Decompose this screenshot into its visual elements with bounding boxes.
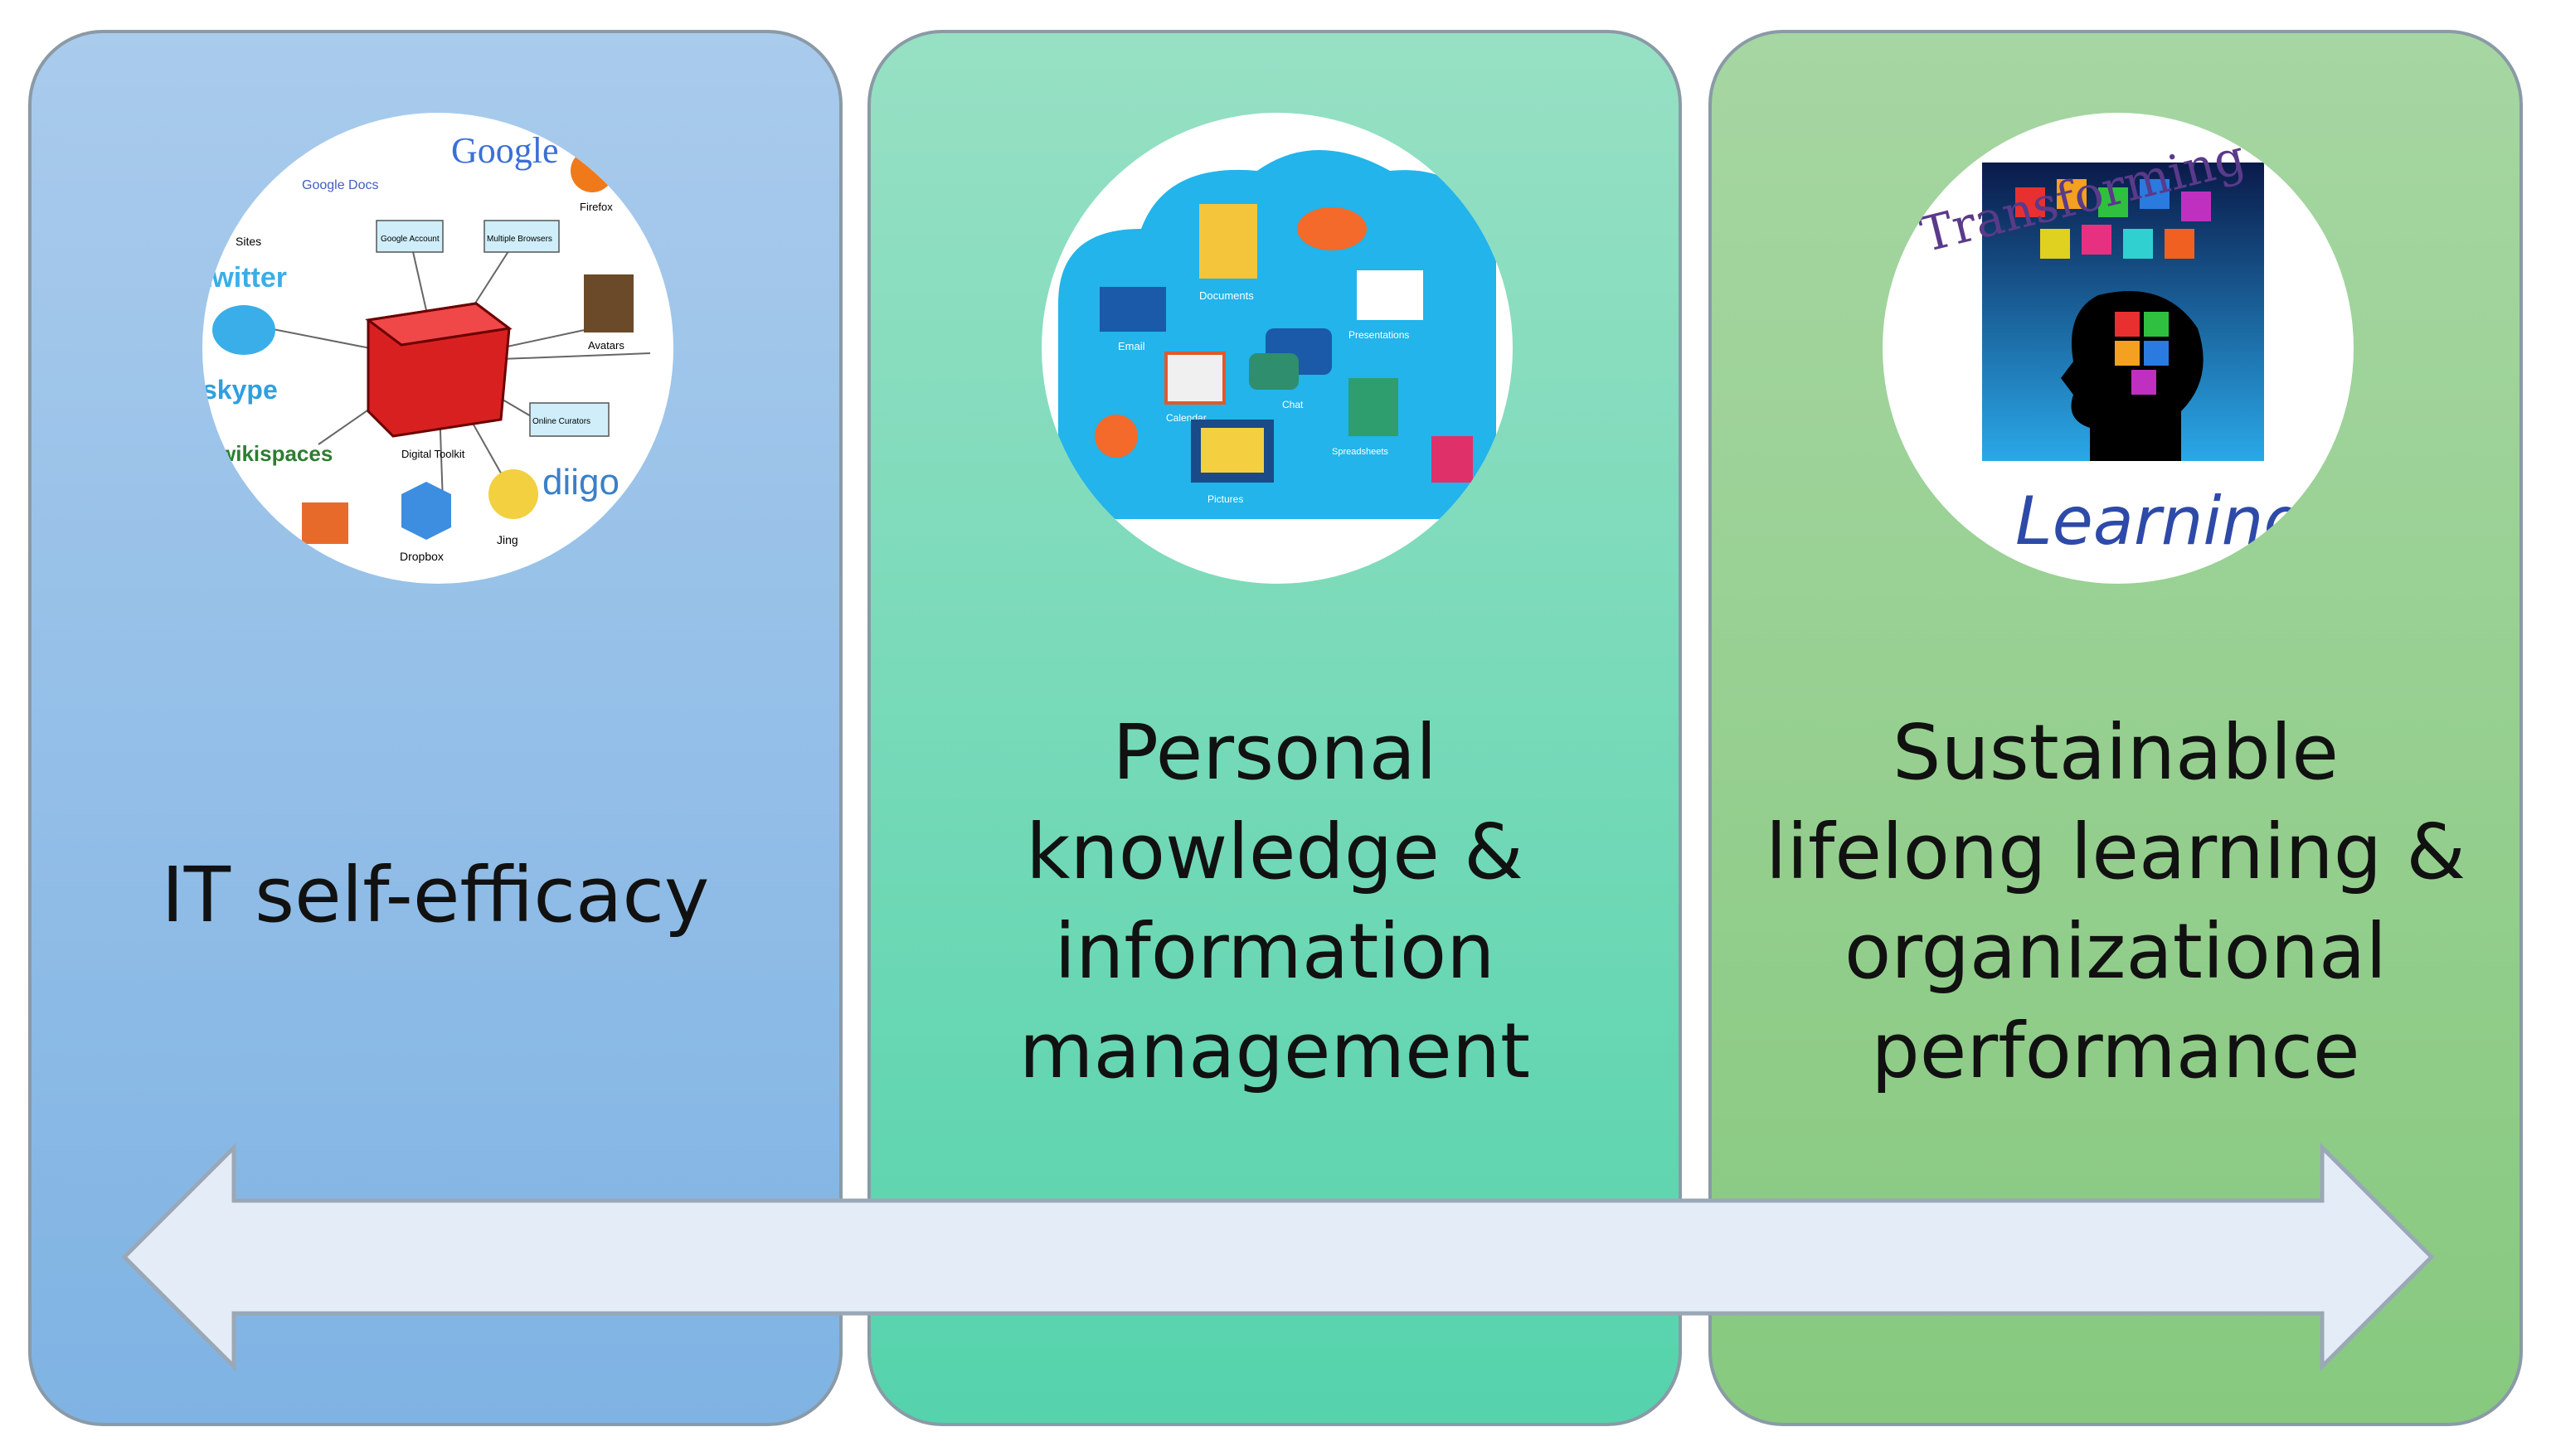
panel-label: IT self-efficacy xyxy=(161,851,710,939)
firefox-text: Firefox xyxy=(580,201,613,213)
avatars-text: Avatars xyxy=(588,339,624,352)
google-logo-text: Google xyxy=(451,130,559,171)
wikispaces-text: wikispaces xyxy=(218,441,333,466)
transforming-learning-icon: Transforming Learning xyxy=(1883,113,2354,584)
panel-it-self-efficacy: Google Google Docs Google Account Multip… xyxy=(28,30,843,1426)
skype-text: skype xyxy=(202,375,278,405)
digital-toolkit-icon: Google Google Docs Google Account Multip… xyxy=(202,113,673,584)
cloud-apps-icon: Documents Email Presentations Calendar C… xyxy=(1042,113,1513,584)
digital-toolkit-text: Digital Toolkit xyxy=(401,448,465,460)
arrow-shape xyxy=(121,1142,2435,1372)
jing-text: Jing xyxy=(497,533,518,546)
sites-text: Sites xyxy=(236,235,261,248)
panel-label: Sustainable lifelong learning & organiza… xyxy=(1765,708,2466,1095)
panel-knowledge-management: Documents Email Presentations Calendar C… xyxy=(867,30,1682,1426)
online-curators-text: Online Curators xyxy=(532,417,590,426)
multiple-browsers-text: Multiple Browsers xyxy=(487,235,552,244)
email-text: Email xyxy=(1118,340,1145,352)
panel-label: Personal knowledge & information managem… xyxy=(1018,708,1531,1095)
dropbox-text: Dropbox xyxy=(400,550,444,563)
panel-lifelong-learning: Transforming Learning Sustainable lifelo… xyxy=(1708,30,2523,1426)
twitter-text: twitter xyxy=(202,262,287,294)
google-docs-text: Google Docs xyxy=(302,178,379,192)
chat-text: Chat xyxy=(1282,399,1304,410)
google-account-text: Google Account xyxy=(381,235,440,244)
pictures-text: Pictures xyxy=(1207,493,1243,505)
documents-text: Documents xyxy=(1199,289,1254,302)
presentations-text: Presentations xyxy=(1348,329,1409,341)
spreadsheets-text: Spreadsheets xyxy=(1332,447,1388,457)
diigo-text: diigo xyxy=(542,462,620,502)
